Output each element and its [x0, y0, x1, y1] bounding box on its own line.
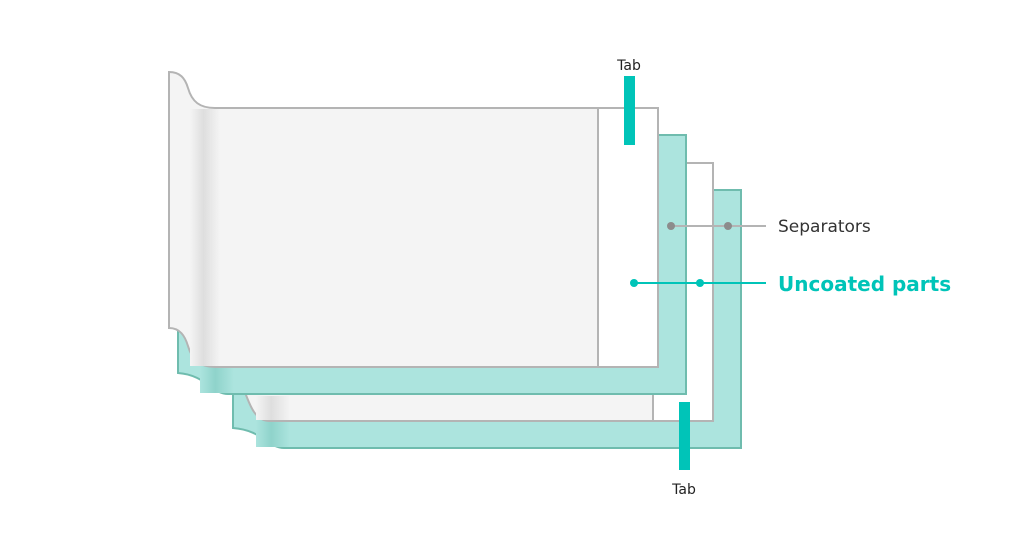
uncoated-parts-label: Uncoated parts	[778, 272, 951, 296]
tab-bottom-icon	[679, 402, 690, 470]
uncoated-dot-icon	[696, 279, 704, 287]
separator-dot-icon	[724, 222, 732, 230]
electrode-sheet-1	[168, 70, 659, 368]
tab-bottom-label: Tab	[671, 482, 696, 498]
separators-label: Separators	[778, 217, 871, 237]
uncoated-parts-callout	[630, 279, 766, 287]
separators-callout	[667, 222, 766, 230]
tab-top-icon	[624, 76, 635, 145]
uncoated-dot-icon	[630, 279, 638, 287]
tab-top-label: Tab	[616, 58, 641, 74]
separator-dot-icon	[667, 222, 675, 230]
